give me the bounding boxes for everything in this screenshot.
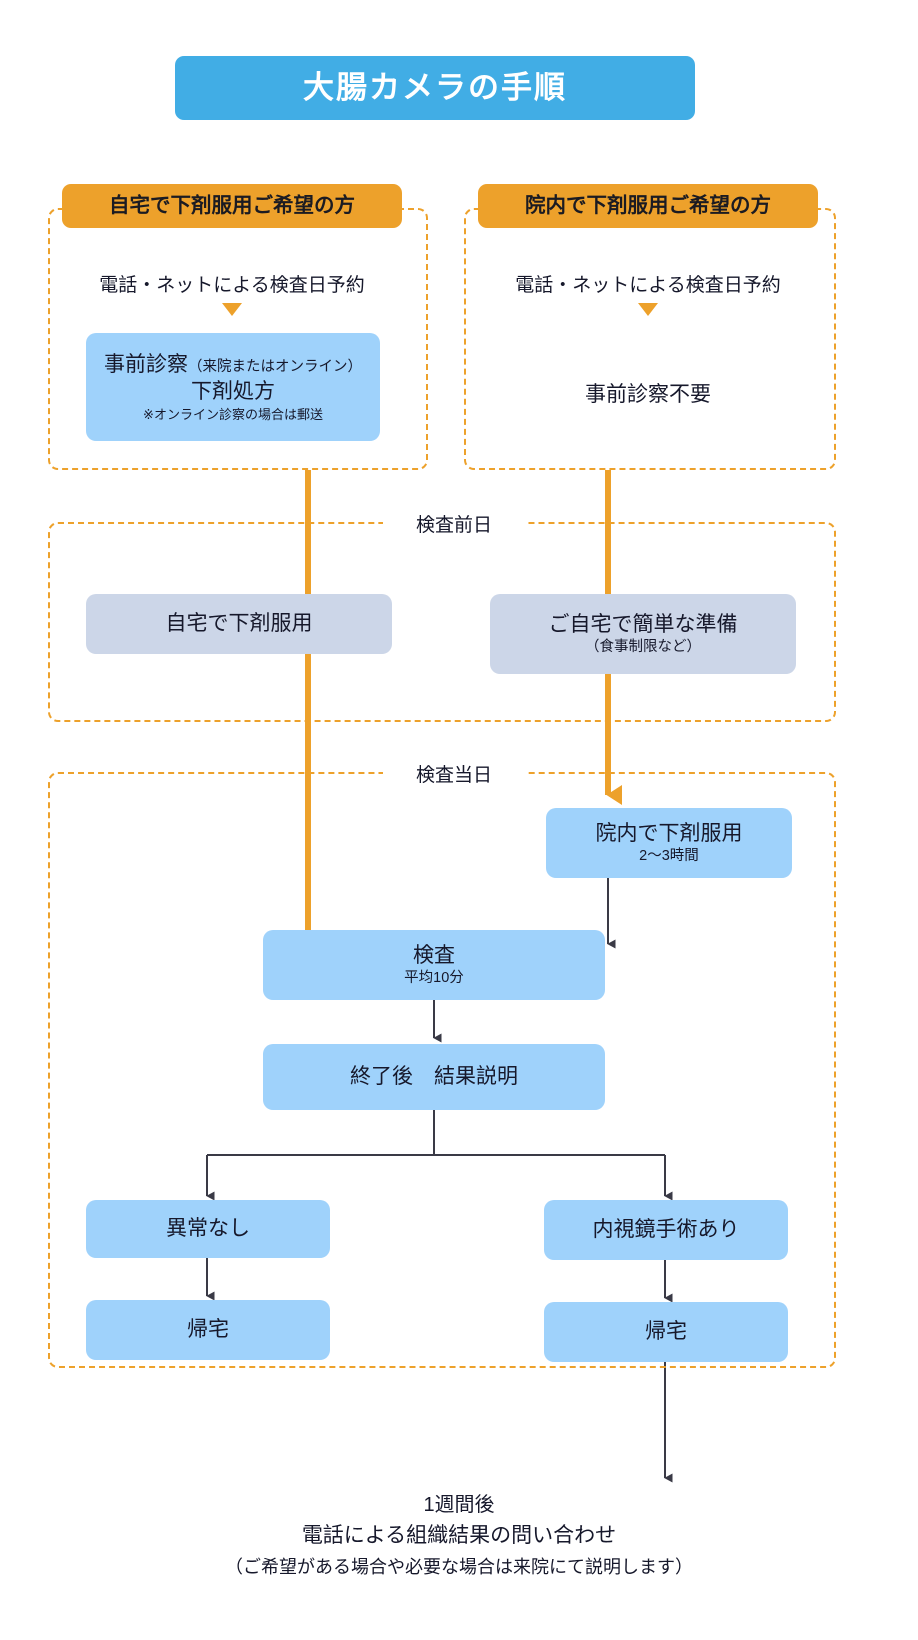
left-branch-header-text: 自宅で下剤服用ご希望の方 <box>109 194 355 218</box>
section-label-day-before: 検査前日 <box>383 510 525 537</box>
right-branch-region <box>464 208 836 470</box>
home-left-text: 帰宅 <box>187 1318 229 1342</box>
home-left-box: 帰宅 <box>86 1300 330 1360</box>
followup-line3: （ご希望がある場合や必要な場合は来院にて説明します） <box>225 1557 693 1577</box>
day-before-prep-box: ご自宅で簡単な準備 （食事制限など） <box>490 594 796 674</box>
right-branch-header-text: 院内で下剤服用ご希望の方 <box>525 194 771 218</box>
home-right-box: 帰宅 <box>544 1302 788 1362</box>
followup-line1: 1週間後 <box>423 1494 495 1516</box>
results-text: 終了後 結果説明 <box>350 1065 518 1089</box>
outcome-normal-text: 異常なし <box>166 1217 250 1241</box>
home-right-text: 帰宅 <box>645 1320 687 1344</box>
page-title: 大腸カメラの手順 <box>175 56 695 120</box>
clinic-laxative-line2: 2〜3時間 <box>639 848 699 865</box>
clinic-laxative-box: 院内で下剤服用 2〜3時間 <box>546 808 792 878</box>
clinic-laxative-line1: 院内で下剤服用 <box>595 821 743 845</box>
left-branch-header: 自宅で下剤服用ご希望の方 <box>62 184 402 228</box>
page-title-text: 大腸カメラの手順 <box>303 69 567 105</box>
left-consult-sub: （来院またはオンライン） <box>188 358 362 375</box>
left-reservation-step: 電話・ネットによる検査日予約 <box>99 275 365 296</box>
day-before-prep-line1: ご自宅で簡単な準備 <box>548 612 738 636</box>
followup-line2: 電話による組織結果の問い合わせ <box>301 1524 617 1547</box>
right-no-consult-text: 事前診察不要 <box>585 383 711 406</box>
outcome-surgery-box: 内視鏡手術あり <box>544 1200 788 1260</box>
day-before-home-laxative-text: 自宅で下剤服用 <box>165 612 313 636</box>
right-branch-header: 院内で下剤服用ご希望の方 <box>478 184 818 228</box>
day-before-prep-line2: （食事制限など） <box>585 639 701 656</box>
right-reservation-step: 電話・ネットによる検査日予約 <box>515 275 781 296</box>
results-box: 終了後 結果説明 <box>263 1044 605 1110</box>
section-label-day-of: 検査当日 <box>383 760 525 787</box>
day-before-home-laxative-box: 自宅で下剤服用 <box>86 594 392 654</box>
left-consult-main: 事前診察 <box>104 352 188 376</box>
exam-box: 検査 平均10分 <box>263 930 605 1000</box>
left-consult-box: 事前診察 （来院またはオンライン） 下剤処方 ※オンライン診察の場合は郵送 <box>86 333 380 441</box>
right-triangle-icon <box>638 303 658 316</box>
outcome-surgery-text: 内視鏡手術あり <box>592 1218 740 1242</box>
left-consult-prescription: 下剤処方 <box>191 380 275 404</box>
exam-line2: 平均10分 <box>404 970 464 987</box>
exam-line1: 検査 <box>413 943 455 967</box>
left-consult-note: ※オンライン診察の場合は郵送 <box>143 407 323 423</box>
left-triangle-icon <box>222 303 242 316</box>
outcome-normal-box: 異常なし <box>86 1200 330 1258</box>
